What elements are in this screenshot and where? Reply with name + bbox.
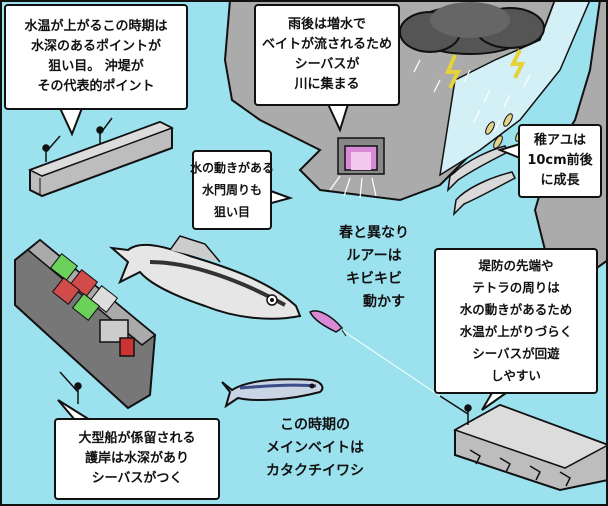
offshore-breakwater [28,120,174,198]
cargo-ship [14,238,157,410]
callout-line: しやすい [491,368,541,383]
ship-angler [59,371,82,404]
callout-line: テトラの周りは [472,280,560,295]
callout-sluice-gate: 水の動きがある 水門周りも 狙い目 [190,150,275,230]
label-line: キビキビ [346,271,402,287]
callout-line: ベイトが流されるため [261,37,392,52]
callout-line: シーバスがつく [91,471,183,486]
label-line: ルアーは [346,248,402,264]
callout-after-rain: 雨後は増水で ベイトが流されるため シーバスが 川に集まる [254,4,400,106]
sluice-gate [337,137,385,175]
label-line: メインベイトは [266,440,364,456]
callout-line: 水温が上がるこの時期は [24,19,168,34]
callout-big-ship: 大型船が係留される 護岸は水深があり シーバスがつく [54,418,220,500]
callout-line: シーバスが回遊 [472,346,560,361]
label-main-bait: この時期の メインベイトは カタクチイワシ [252,414,378,483]
label-lure-action: 春と異なり ルアーは キビキビ 動かす [326,222,422,314]
label-line: 動かす [363,294,405,310]
callout-line: 雨後は増水で [287,17,366,32]
callout-line: 護岸は水深があり [84,451,189,466]
label-line: 春と異なり [339,225,409,241]
callout-line: 10cm前後 [527,153,593,168]
river-channel [439,0,591,177]
callout-jetty-tip: 堤防の先端や テトラの周りは 水の動きがあるため 水温が上がりづらく シーバスが… [434,248,598,394]
callout-line: に成長 [540,173,580,188]
storm-cloud [399,2,545,55]
callout-line: 水深のあるポイントが [30,39,161,54]
callout-line: その代表的ポイント [37,79,155,94]
callout-line: 稚アユは [533,133,586,148]
label-line: この時期の [280,417,350,433]
callout-line: 水門周りも [201,183,262,197]
lure [308,310,347,337]
right-jetty [453,403,608,492]
breakwater-anglers [42,117,113,162]
callout-line: 堤防の先端や [478,258,554,273]
callout-line: 大型船が係留される [78,431,196,446]
callout-line: 水の動きがある [190,161,275,175]
callout-line: 水の動きがあるため [459,302,573,317]
callout-line: 水温が上がりづらく [459,324,573,339]
jetty-angler [439,395,472,425]
callout-line: 狙い目。 沖堤が [48,59,144,74]
callout-ayu: 稚アユは 10cm前後 に成長 [518,124,602,198]
callout-summer-points: 水温が上がるこの時期は 水深のあるポイントが 狙い目。 沖堤が その代表的ポイン… [4,4,188,110]
callout-line: シーバスが [294,57,360,72]
callout-line: 狙い目 [213,205,250,219]
sluice-splash [329,175,377,199]
fishing-line [329,321,441,397]
anchovy [221,378,324,409]
lightning-bolts [445,49,526,89]
callout-line: 川に集まる [294,77,360,92]
seabass [108,235,302,320]
rain-streaks [413,59,531,133]
label-line: カタクチイワシ [266,463,364,479]
